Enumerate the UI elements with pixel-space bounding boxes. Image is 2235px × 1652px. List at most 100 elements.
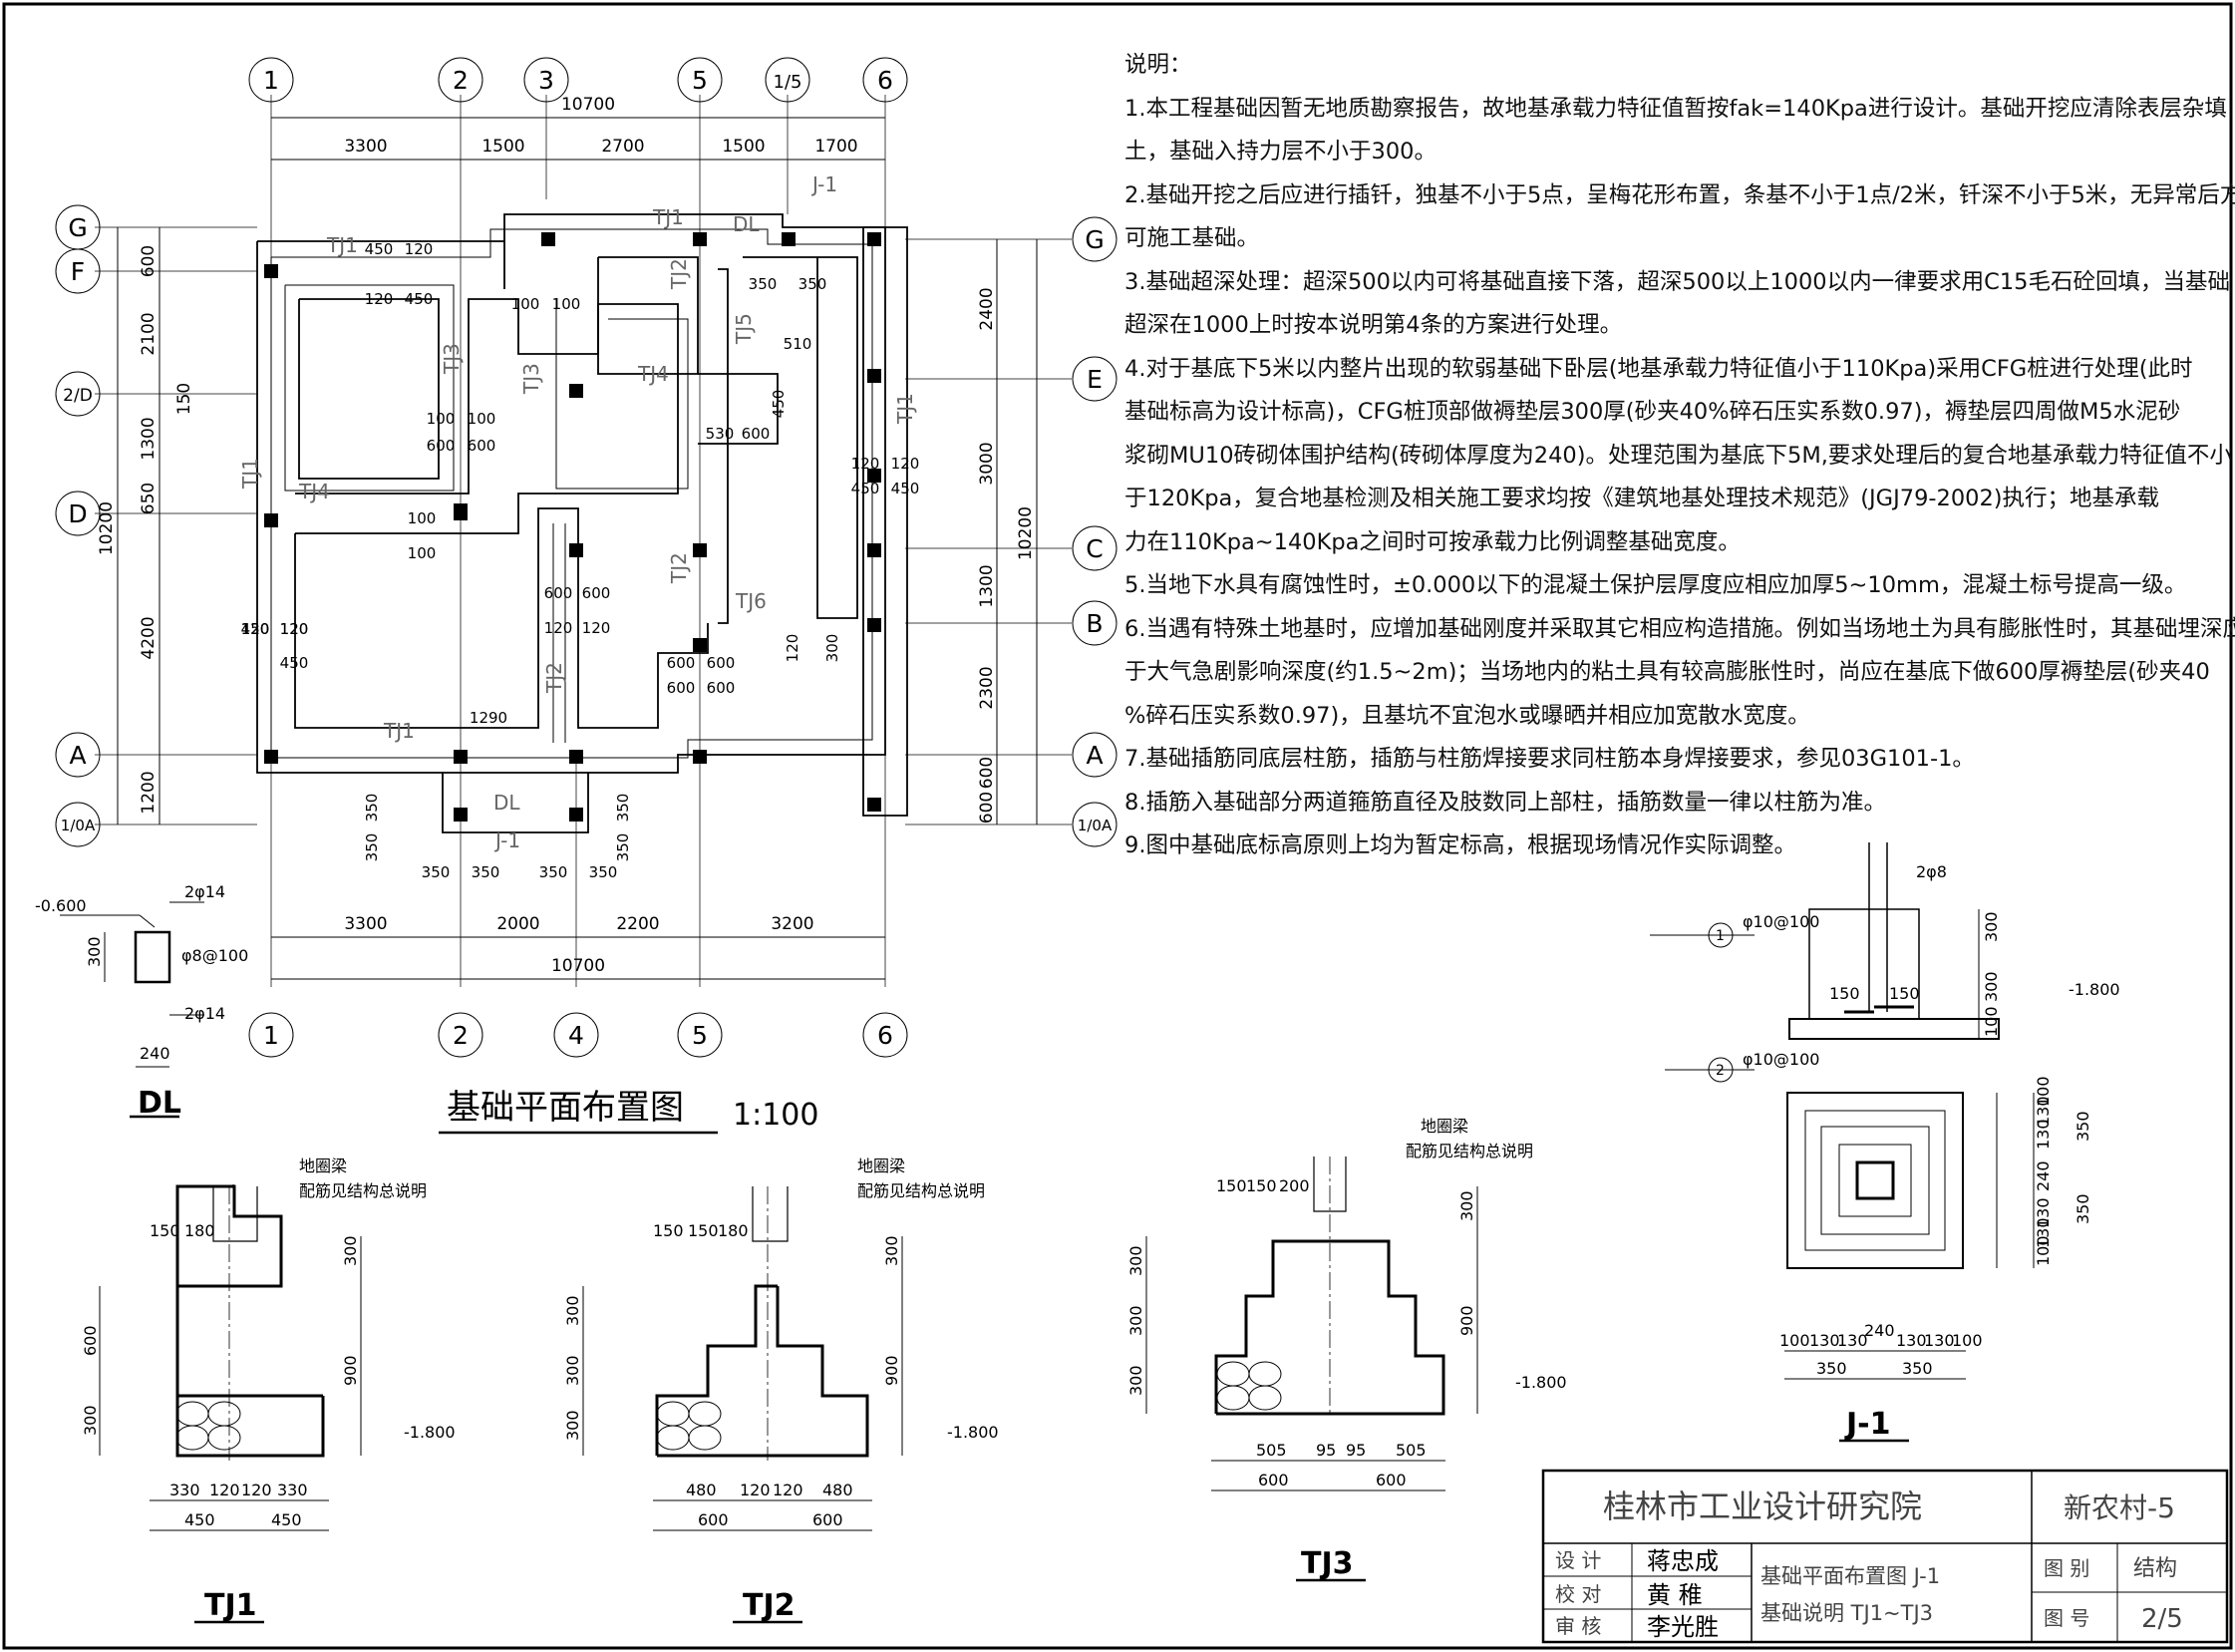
tb-drawing-1: 基础平面布置图 J-1: [1760, 1564, 1940, 1588]
j1-elev: -1.800: [2069, 980, 2120, 999]
tj2-bdim2: 600: [698, 1510, 729, 1529]
j1-sec-vdim: 100: [1982, 1006, 2001, 1037]
local-dim: 600: [667, 679, 696, 697]
tj2-bdim: 120: [773, 1481, 803, 1499]
local-dim: 350: [614, 794, 632, 823]
note-line: 于大气急剧影响深度(约1.5~2m)；当场地内的粘土具有较高膨胀性时，尚应在基底…: [1124, 659, 2210, 685]
dim-lines: [117, 117, 1038, 980]
dim-top: 1700: [814, 137, 857, 157]
plan-dimensions-vertical: 600 2100 150 1300 650 4200 1200 10200 24…: [97, 245, 1036, 824]
local-dim: 120: [544, 619, 573, 637]
local-dim: 120: [784, 634, 801, 663]
tj3-section: [1145, 1156, 1478, 1582]
axis-left-g: G: [68, 213, 87, 242]
local-dim: 100: [408, 509, 437, 527]
local-dim: 120: [280, 620, 309, 638]
local-dim: 600: [468, 437, 496, 455]
dim-left-total: 10200: [97, 501, 117, 555]
tj1-top-dim: 150: [150, 1221, 180, 1240]
local-dim: 100: [511, 295, 540, 313]
beam-label: TJ4: [298, 480, 330, 503]
beam-label: DL: [493, 791, 520, 815]
j1-rebar-top: 2φ8: [1916, 862, 1947, 881]
tj2-title: TJ2: [743, 1588, 796, 1623]
axis-top-1-5: 1/5: [774, 72, 802, 93]
axis-right-10a: 1/0A: [1078, 817, 1113, 834]
tj3-bdim2: 600: [1376, 1471, 1407, 1489]
j1-plan-hdim2: 350: [1902, 1359, 1933, 1378]
tj1-note-1: 地圈梁: [299, 1156, 347, 1175]
axis-right-c: C: [1086, 534, 1103, 563]
dl-stirrup: φ8@100: [181, 946, 248, 965]
dim-bottom: 2200: [616, 914, 659, 934]
local-dim: 120: [280, 620, 309, 638]
dim-top: 1500: [722, 137, 765, 157]
dim-bottom: 2000: [496, 914, 539, 934]
tj1-vdim-left: 600: [81, 1325, 100, 1356]
dim-top: 2700: [601, 137, 644, 157]
local-dim: 120: [365, 290, 394, 308]
local-dim: 300: [823, 634, 841, 663]
tj2-bdim: 120: [740, 1481, 771, 1499]
local-dim: 120: [891, 455, 920, 473]
beam-label: TJ1: [652, 205, 684, 229]
dim-left: 150: [174, 383, 194, 415]
tj1-labels: 地圈梁 配筋见结构总说明 150 180 600 300 300 900 -1.…: [81, 1156, 456, 1529]
note-line: 2.基础开挖之后应进行插钎，独基不小于5点，呈梅花形布置，条基不小于1点/2米，…: [1124, 181, 2235, 208]
axis-left-10a: 1/0A: [61, 817, 96, 834]
tj2-elev: -1.800: [947, 1423, 999, 1442]
tj3-vdim-left: 300: [1126, 1305, 1145, 1336]
tj3-vdim-left: 300: [1126, 1365, 1145, 1396]
dl-title: DL: [138, 1086, 181, 1121]
local-dim: 120: [405, 240, 434, 258]
tj2-vdim-left: 300: [563, 1355, 582, 1386]
local-dim: 600: [707, 679, 736, 697]
tj3-note-1: 地圈梁: [1421, 1117, 1468, 1136]
note-line: 土，基础入持力层不小于300。: [1124, 139, 1437, 165]
beam-label: DL: [733, 212, 760, 236]
beam-label: TJ3: [519, 363, 543, 395]
j1-plan-vdim2: 350: [2074, 1111, 2092, 1142]
beam-label: TJ1: [893, 393, 917, 425]
tb-number: 2/5: [2141, 1604, 2183, 1634]
tj2-note-1: 地圈梁: [857, 1156, 905, 1175]
dim-left: 650: [139, 483, 159, 514]
local-dim: 350: [798, 275, 827, 293]
tj2-top-dim: 180: [718, 1221, 749, 1240]
note-line: 于120Kpa，复合地基检测及相关施工要求均按《建筑地基处理技术规范》(JGJ7…: [1124, 486, 2160, 511]
dim-left: 1300: [139, 417, 159, 460]
tj3-note-2: 配筋见结构总说明: [1406, 1142, 1533, 1160]
j1-plan-hdim: 100: [1779, 1331, 1810, 1350]
plan-dimensions: 10700 3300 1500 2700 1500 1700 3300 2000…: [344, 95, 857, 976]
tj1-vdim-left: 300: [81, 1405, 100, 1436]
axis-bottom-1: 1: [263, 1021, 279, 1050]
j1-callout-2: 2: [1716, 1063, 1725, 1079]
dim-top-total: 10700: [561, 95, 615, 115]
local-dim: 100: [468, 410, 496, 428]
axis-top-5: 5: [692, 66, 708, 95]
j1-sec-vdim: 300: [1982, 911, 2001, 942]
tj1-top-dim: 180: [184, 1221, 215, 1240]
beam-label: TJ5: [732, 313, 756, 345]
tj2-labels: 地圈梁 配筋见结构总说明 150 150 180 300 300 300 300…: [563, 1156, 999, 1529]
note-line: 浆砌MU10砖砌体围护结构(砖砌体厚度为240)。处理范围为基底下5M,要求处理…: [1124, 442, 2232, 469]
dim-right: 3000: [977, 442, 997, 485]
local-dim: 530: [706, 425, 735, 443]
local-dim: 350: [539, 863, 568, 881]
tj3-top-dim: 200: [1279, 1176, 1310, 1195]
notes-title: 说明：: [1124, 52, 1192, 78]
tj2-top-dim: 150: [688, 1221, 719, 1240]
axis-top-6: 6: [877, 66, 893, 95]
j1-plan-hdim: 130: [1837, 1331, 1868, 1350]
tj1-bdim: 330: [277, 1481, 308, 1499]
j1-plan-vdim: 130: [2034, 1197, 2053, 1228]
local-dim: 600: [427, 437, 456, 455]
beam-label: J-1: [810, 172, 837, 196]
title-block-text: 桂林市工业设计研究院 新农村-5 设 计 校 对 审 核 蒋忠成 黄 稚 李光胜…: [1555, 1487, 2183, 1641]
tb-drawing-2: 基础说明 TJ1~TJ3: [1760, 1601, 1933, 1625]
local-dim: 450: [365, 240, 394, 258]
design-notes: 说明： 1.本工程基础因暂无地质勘察报告，故地基承载力特征值暂按fak=140K…: [1124, 44, 2235, 868]
tj3-vdim-left: 300: [1126, 1245, 1145, 1276]
axis-right-g: G: [1085, 225, 1104, 254]
